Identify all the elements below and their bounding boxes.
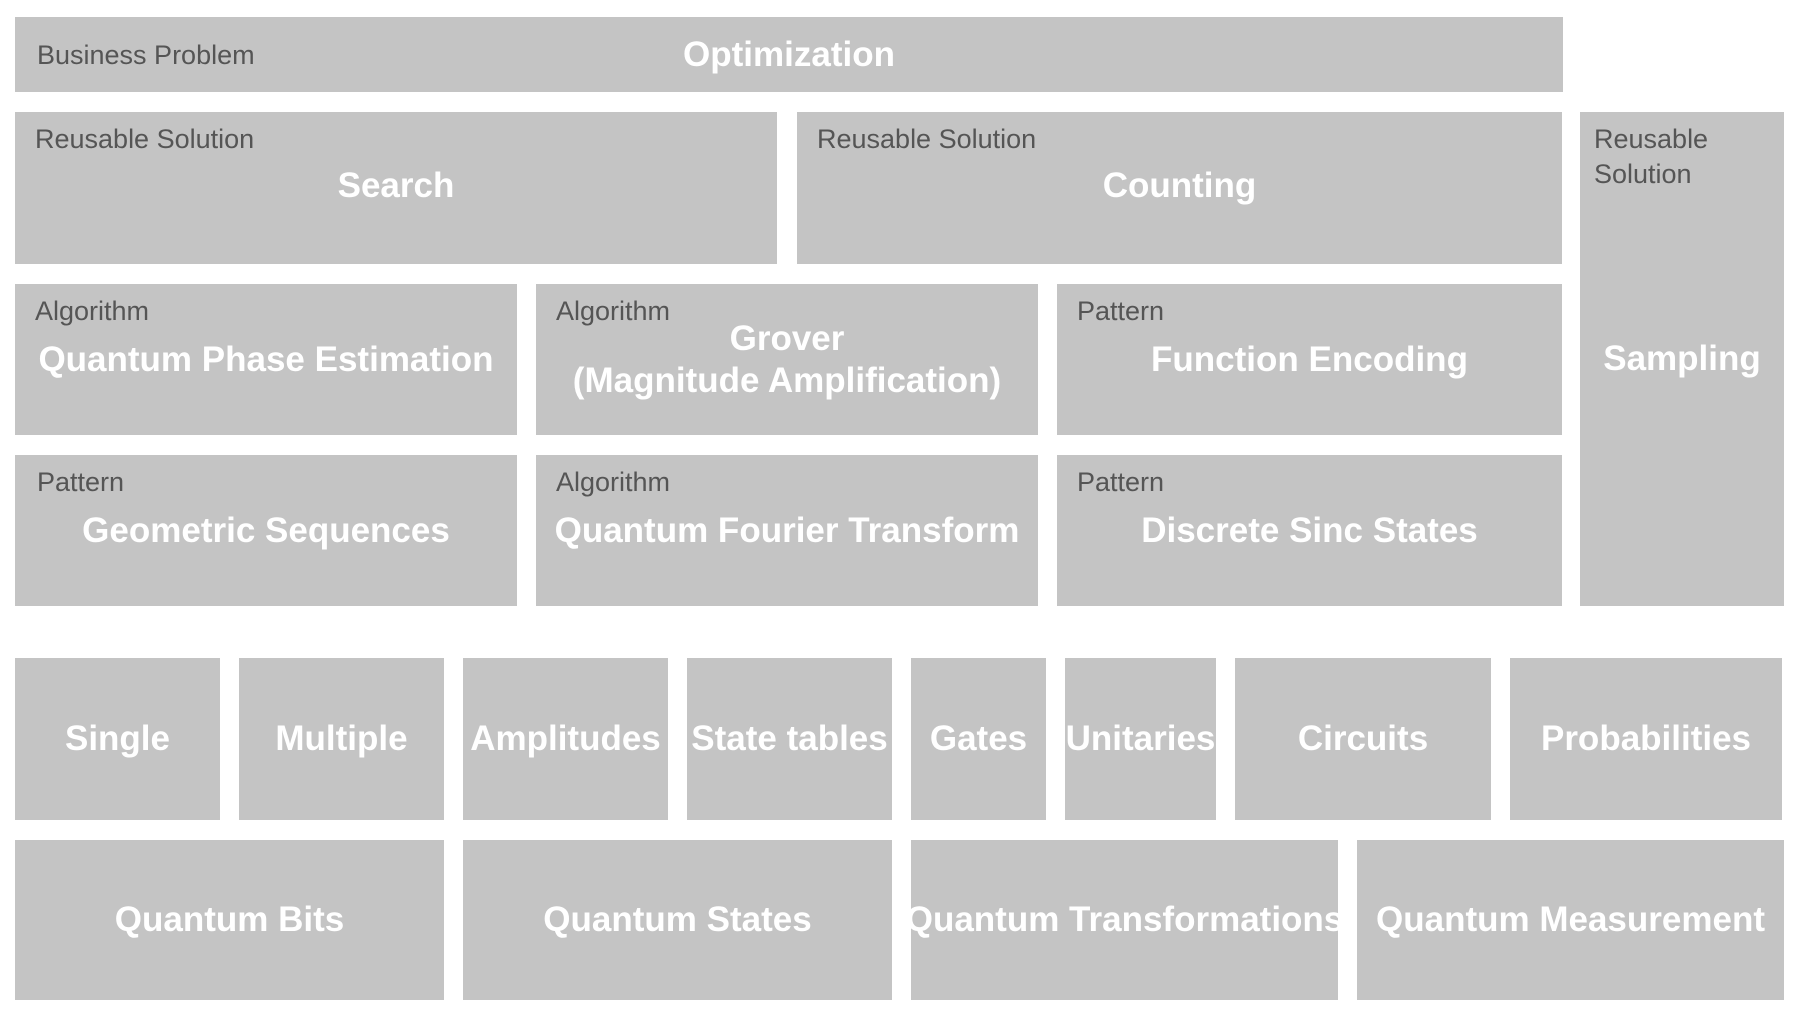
solution-title: Sampling xyxy=(1603,339,1761,378)
concept-single: Single xyxy=(15,658,220,820)
block-category: Algorithm xyxy=(556,467,671,497)
pattern-geometric-sequences-box: Pattern Geometric Sequences xyxy=(15,455,517,606)
block-category: Pattern xyxy=(1077,467,1165,497)
block-title: Function Encoding xyxy=(1151,340,1468,379)
block-title: Grover xyxy=(729,319,845,358)
concept-label: Circuits xyxy=(1297,719,1429,758)
foundation-label: Quantum Measurement xyxy=(1376,900,1765,939)
foundation-quantum-states: Quantum States xyxy=(463,840,892,1000)
concept-label: Multiple xyxy=(275,719,408,758)
concept-multiple: Multiple xyxy=(239,658,444,820)
block-title: Geometric Sequences xyxy=(82,511,450,550)
concept-circuits: Circuits xyxy=(1235,658,1491,820)
concept-label: Gates xyxy=(929,719,1028,758)
foundation-quantum-bits: Quantum Bits xyxy=(15,840,444,1000)
business-problem-box: Business Problem Optimization xyxy=(15,17,1563,92)
foundation-label: Quantum Transformations xyxy=(905,900,1344,939)
solution-category: Reusable Solution xyxy=(1594,124,1709,189)
solution-search-box: Reusable Solution Search xyxy=(15,112,777,264)
block-category: Algorithm xyxy=(35,296,150,326)
solution-title: Search xyxy=(337,166,455,205)
concept-label: Amplitudes xyxy=(470,719,661,758)
business-problem-title: Optimization xyxy=(683,34,895,74)
algorithm-qft-box: Algorithm Quantum Fourier Transform xyxy=(536,455,1038,606)
block-title: Quantum Fourier Transform xyxy=(554,511,1020,550)
block-title: Discrete Sinc States xyxy=(1141,511,1478,550)
concept-probabilities: Probabilities xyxy=(1510,658,1782,820)
concept-state-tables: State tables xyxy=(687,658,892,820)
foundation-quantum-transformations: Quantum Transformations xyxy=(905,840,1344,1000)
block-category: Algorithm xyxy=(556,296,671,326)
solution-title: Counting xyxy=(1102,166,1257,205)
block-category: Pattern xyxy=(1077,296,1165,326)
foundation-label: Quantum Bits xyxy=(114,900,345,939)
pattern-discrete-sinc-box: Pattern Discrete Sinc States xyxy=(1057,455,1562,606)
concept-gates: Gates xyxy=(911,658,1046,820)
concept-label: Probabilities xyxy=(1540,719,1752,758)
solution-category: Reusable Solution xyxy=(817,124,1037,154)
concept-label: State tables xyxy=(691,719,888,758)
algorithm-grover-box: Algorithm Grover (Magnitude Amplificatio… xyxy=(536,284,1038,435)
block-title: Quantum Phase Estimation xyxy=(38,340,494,379)
foundation-label: Quantum States xyxy=(543,900,812,939)
solution-sampling-box: Reusable Solution Sampling xyxy=(1580,112,1784,606)
algorithm-qpe-box: Algorithm Quantum Phase Estimation xyxy=(15,284,517,435)
concept-unitaries: Unitaries xyxy=(1065,658,1216,820)
pattern-function-encoding-box: Pattern Function Encoding xyxy=(1057,284,1562,435)
solution-category: Reusable Solution xyxy=(35,124,255,154)
concept-amplitudes: Amplitudes xyxy=(463,658,668,820)
foundation-quantum-measurement: Quantum Measurement xyxy=(1357,840,1784,1000)
block-category: Pattern xyxy=(37,467,125,497)
business-problem-category: Business Problem xyxy=(37,40,255,70)
block-title-line2: (Magnitude Amplification) xyxy=(572,361,1002,400)
concept-label: Single xyxy=(64,719,171,758)
solution-counting-box: Reusable Solution Counting xyxy=(797,112,1562,264)
concept-label: Unitaries xyxy=(1065,719,1216,758)
